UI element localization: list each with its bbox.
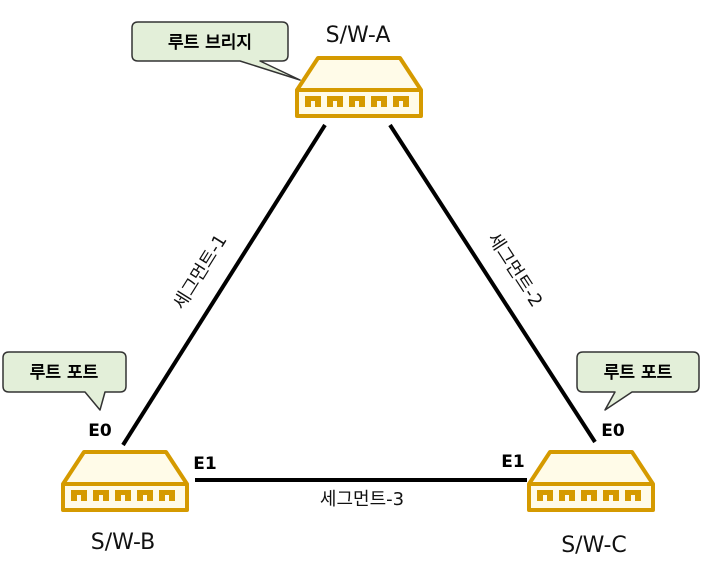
switch-a-icon	[295, 56, 423, 118]
switch-c-icon	[527, 450, 655, 512]
segment-2-label: 세그먼트-2	[483, 229, 546, 311]
callout-root-port-b: 루트 포트	[2, 351, 127, 411]
switch-c-name: S/W-C	[561, 533, 627, 558]
port-b-e1: E1	[193, 454, 216, 474]
callout-root-port-c: 루트 포트	[576, 351, 700, 411]
port-c-e1: E1	[501, 452, 524, 472]
callout-root-bridge-text: 루트 브리지	[168, 33, 252, 53]
link-segment-1	[121, 123, 327, 447]
switch-a-name: S/W-A	[326, 23, 391, 48]
segment-1-label: 세그먼트-1	[169, 231, 231, 314]
link-segment-2	[388, 123, 597, 444]
port-b-e0: E0	[88, 421, 112, 441]
port-c-e0: E0	[601, 421, 625, 441]
callout-root-port-b-text: 루트 포트	[30, 363, 99, 383]
switch-b-name: S/W-B	[91, 530, 156, 555]
segment-3-label: 세그먼트-3	[320, 489, 404, 510]
callout-root-port-c-text: 루트 포트	[604, 363, 673, 383]
switch-b-icon	[61, 450, 189, 512]
callout-root-bridge: 루트 브리지	[131, 21, 301, 81]
